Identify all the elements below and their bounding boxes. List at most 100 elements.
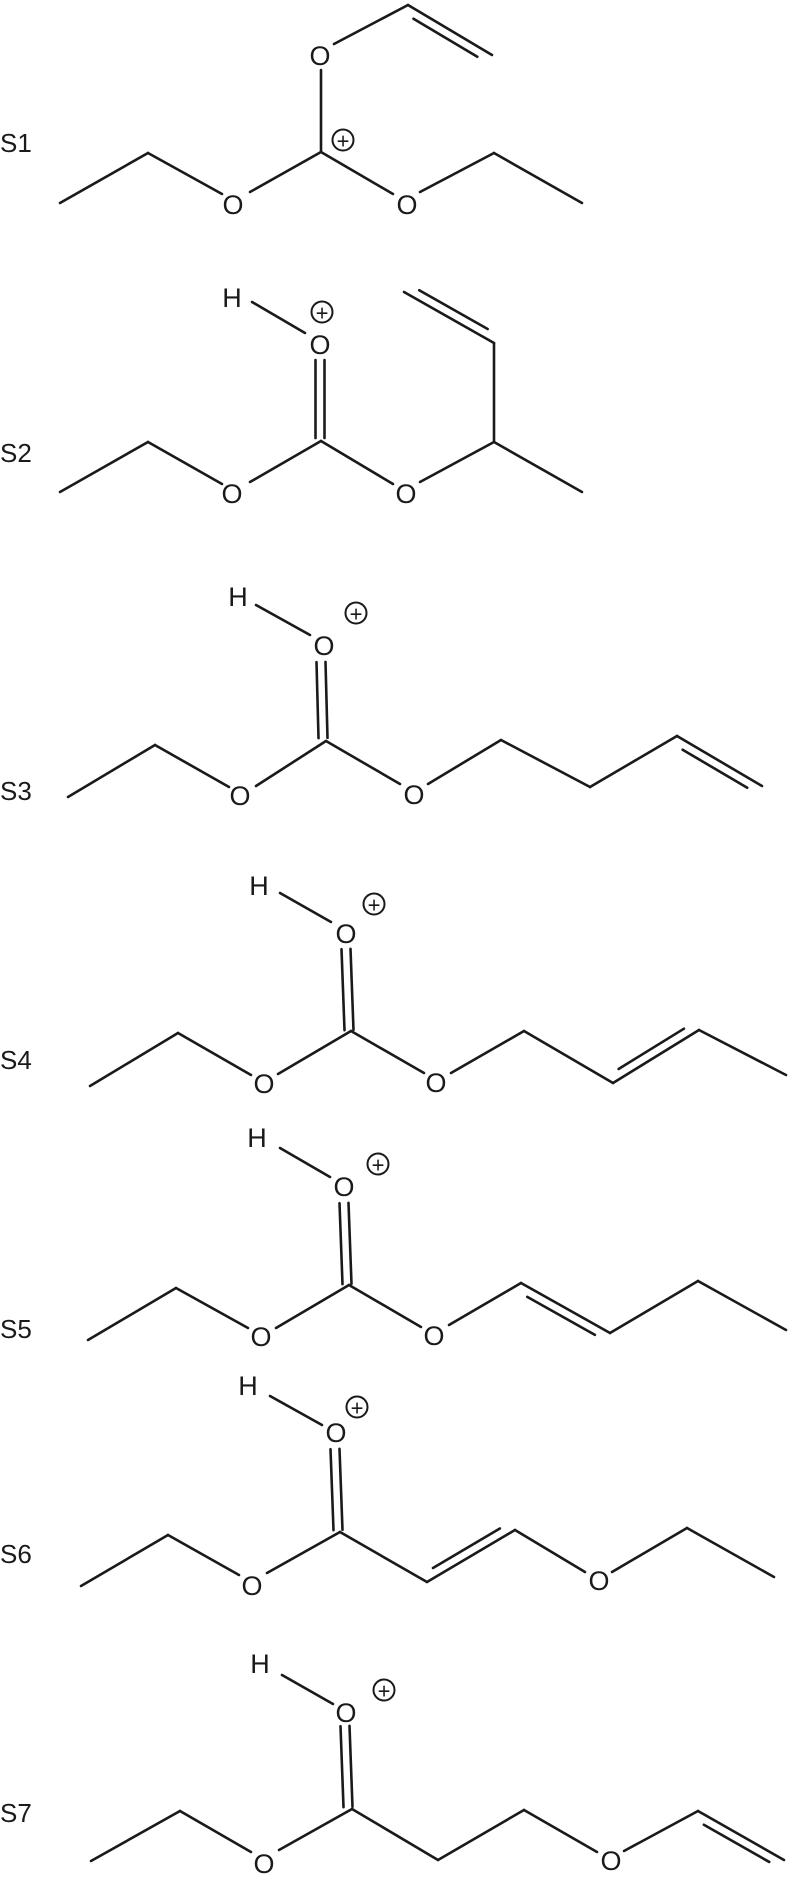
oxygen-atom: O: [241, 1571, 262, 1601]
oxygen-atom: O: [600, 1846, 621, 1876]
positive-charge-circle: [331, 128, 355, 152]
double-bond-inner: [525, 1295, 597, 1337]
single-bond: [349, 1029, 426, 1075]
hydrogen-atom: H: [247, 1123, 267, 1153]
double-bond-inner: [681, 748, 749, 790]
single-bond: [338, 1530, 429, 1584]
structure-label: S7: [0, 1798, 32, 1828]
single-bond: [146, 440, 224, 486]
double-bond-main: [696, 1809, 786, 1862]
oxygen-atom: O: [253, 1069, 274, 1099]
oxygen-atom: O: [229, 781, 250, 811]
single-bond: [58, 440, 150, 494]
single-bond: [66, 743, 157, 799]
positive-charge-sign: +: [378, 1679, 391, 1704]
single-bond: [697, 1028, 788, 1077]
single-bond: [278, 1146, 332, 1179]
single-bond: [492, 151, 584, 205]
single-bond: [248, 150, 323, 194]
structure-label: S6: [0, 1539, 32, 1569]
double-bond-line: [339, 1724, 345, 1809]
positive-charge-sign: +: [316, 301, 329, 326]
single-bond: [449, 1029, 526, 1075]
positive-charge-circle: [310, 300, 334, 324]
structure-label: S3: [0, 776, 32, 806]
oxygen-atom: O: [423, 1321, 444, 1351]
oxygen-atom: O: [325, 1418, 346, 1448]
single-bond: [86, 1286, 178, 1342]
single-bond: [319, 439, 395, 486]
single-bond: [588, 734, 679, 789]
single-bond: [622, 1809, 700, 1853]
single-bond: [254, 603, 312, 637]
single-bond: [174, 1286, 250, 1330]
single-bond: [447, 1281, 523, 1327]
oxygen-atom: O: [335, 919, 356, 949]
oxygen-atom: O: [588, 1566, 609, 1596]
single-bond: [499, 738, 592, 789]
single-bond: [436, 1808, 526, 1862]
positive-charge-circle: [344, 601, 368, 625]
oxygen-atom: O: [425, 1068, 446, 1098]
double-bond-line: [338, 1201, 344, 1286]
single-bond: [280, 1673, 335, 1706]
single-bond: [268, 1394, 324, 1427]
single-bond: [265, 1530, 342, 1575]
structure-label: S5: [0, 1314, 32, 1344]
double-bond-main: [519, 1281, 612, 1335]
oxygen-atom: O: [335, 1698, 356, 1728]
double-bond-line: [329, 1447, 335, 1532]
single-bond: [248, 439, 323, 484]
single-bond: [178, 1809, 253, 1854]
single-bond: [324, 739, 402, 786]
double-bond-inner: [617, 1027, 686, 1071]
double-bond-inner: [412, 17, 479, 59]
single-bond: [88, 1031, 180, 1088]
hydrogen-atom: H: [250, 1649, 270, 1679]
double-bond-line: [348, 1724, 354, 1809]
positive-charge-circle: [372, 1678, 396, 1702]
double-bond-main: [406, 3, 494, 57]
single-bond: [153, 743, 231, 789]
positive-charge-circle: [362, 892, 386, 916]
double-bond-line: [347, 1201, 353, 1286]
positive-charge-circle: [345, 1395, 369, 1419]
single-bond: [522, 1029, 615, 1085]
double-bond-main: [611, 1028, 701, 1085]
single-bond: [79, 1533, 170, 1588]
double-bond-line: [349, 947, 355, 1032]
single-bond: [278, 891, 333, 924]
double-bond-line: [340, 947, 346, 1032]
oxygen-atom: O: [395, 479, 416, 509]
double-bond-main: [425, 1528, 517, 1584]
single-bond: [522, 1808, 599, 1854]
structure-label: S4: [0, 1045, 32, 1075]
oxygen-atom: O: [222, 190, 243, 220]
single-bond: [276, 1029, 353, 1076]
double-bond-inner: [431, 1527, 502, 1570]
oxygen-atom: O: [253, 1849, 274, 1879]
oxygen-atom: O: [309, 330, 330, 360]
single-bond: [277, 1807, 354, 1852]
oxygen-atom: O: [221, 479, 242, 509]
positive-charge-sign: +: [350, 602, 363, 627]
oxygen-atom: O: [250, 1322, 271, 1352]
oxygen-atom: O: [313, 631, 334, 661]
single-bond: [418, 151, 496, 194]
oxygen-atom: O: [403, 780, 424, 810]
single-bond: [685, 1526, 776, 1579]
oxygen-atom: O: [309, 41, 330, 71]
single-bond: [426, 738, 503, 786]
double-bond-main: [402, 290, 496, 345]
single-bond: [250, 300, 307, 335]
double-bond-line: [338, 1447, 344, 1532]
single-bond: [492, 440, 584, 494]
positive-charge-sign: +: [351, 1396, 364, 1421]
oxygen-atom: O: [333, 1172, 354, 1202]
single-bond: [418, 440, 496, 484]
single-bond: [610, 1526, 689, 1574]
double-bond-main: [675, 734, 764, 788]
hydrogen-atom: H: [222, 283, 242, 313]
single-bond: [176, 1031, 253, 1077]
